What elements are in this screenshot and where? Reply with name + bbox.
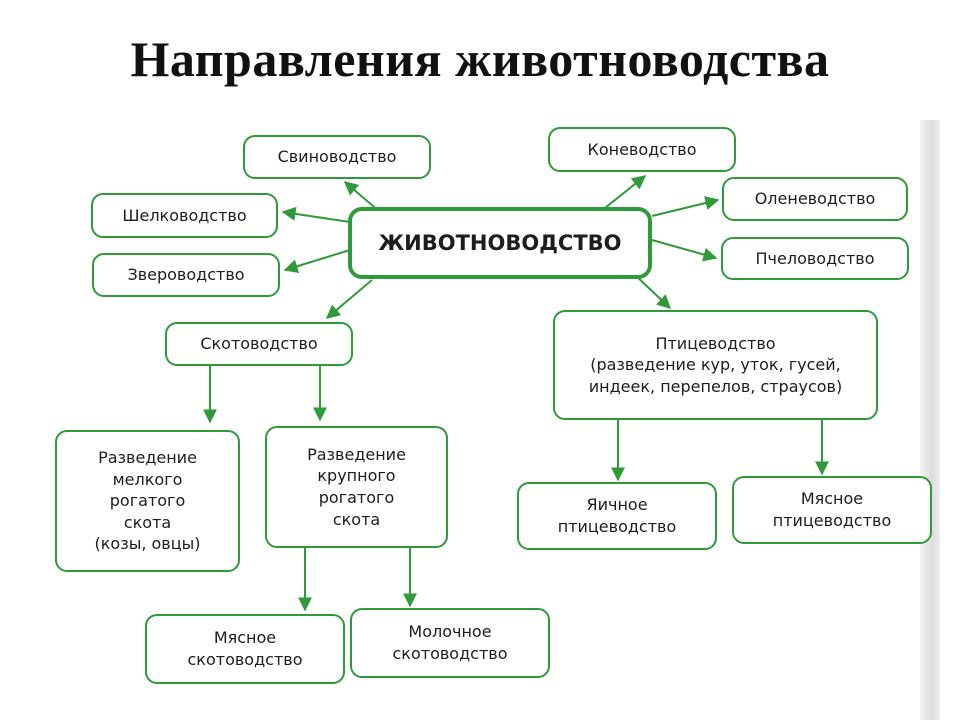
- node-fur-farming: Звероводство: [92, 253, 280, 297]
- node-cattle-breeding: Скотоводство: [165, 322, 353, 366]
- node-poultry-farming: Птицеводство (разведение кур, уток, гусе…: [553, 310, 878, 420]
- arrow-to-deer: [651, 196, 720, 217]
- node-beekeeping: Пчеловодство: [721, 237, 909, 280]
- page-title: Направления животноводства: [130, 31, 830, 87]
- node-animal-husbandry: ЖИВОТНОВОДСТВО: [348, 207, 652, 279]
- node-egg-poultry: Яичное птицеводство: [517, 482, 717, 550]
- node-small-cattle: Разведение мелкого рогатого скота (козы,…: [55, 430, 240, 572]
- arrow-to-horse: [604, 175, 647, 209]
- node-meat-poultry: Мясное птицеводство: [732, 476, 932, 544]
- node-reindeer-herding: Оленеводство: [722, 177, 908, 221]
- arrow-to-poultry: [634, 274, 672, 309]
- node-meat-cattle: Мясное скотоводство: [145, 614, 345, 684]
- arrow-to-silk: [281, 206, 351, 223]
- scan-edge-shadow: [920, 120, 940, 720]
- arrow-to-bee: [651, 239, 718, 262]
- node-large-cattle: Разведение крупного рогатого скота: [265, 426, 448, 548]
- node-horse-breeding: Коневодство: [548, 127, 736, 172]
- arrow-to-cattle: [325, 279, 373, 319]
- node-dairy-cattle: Молочное скотоводство: [350, 608, 550, 678]
- node-pig-breeding: Свиноводство: [243, 135, 431, 179]
- node-sericulture: Шелководство: [91, 193, 278, 238]
- arrow-to-fur: [283, 249, 351, 273]
